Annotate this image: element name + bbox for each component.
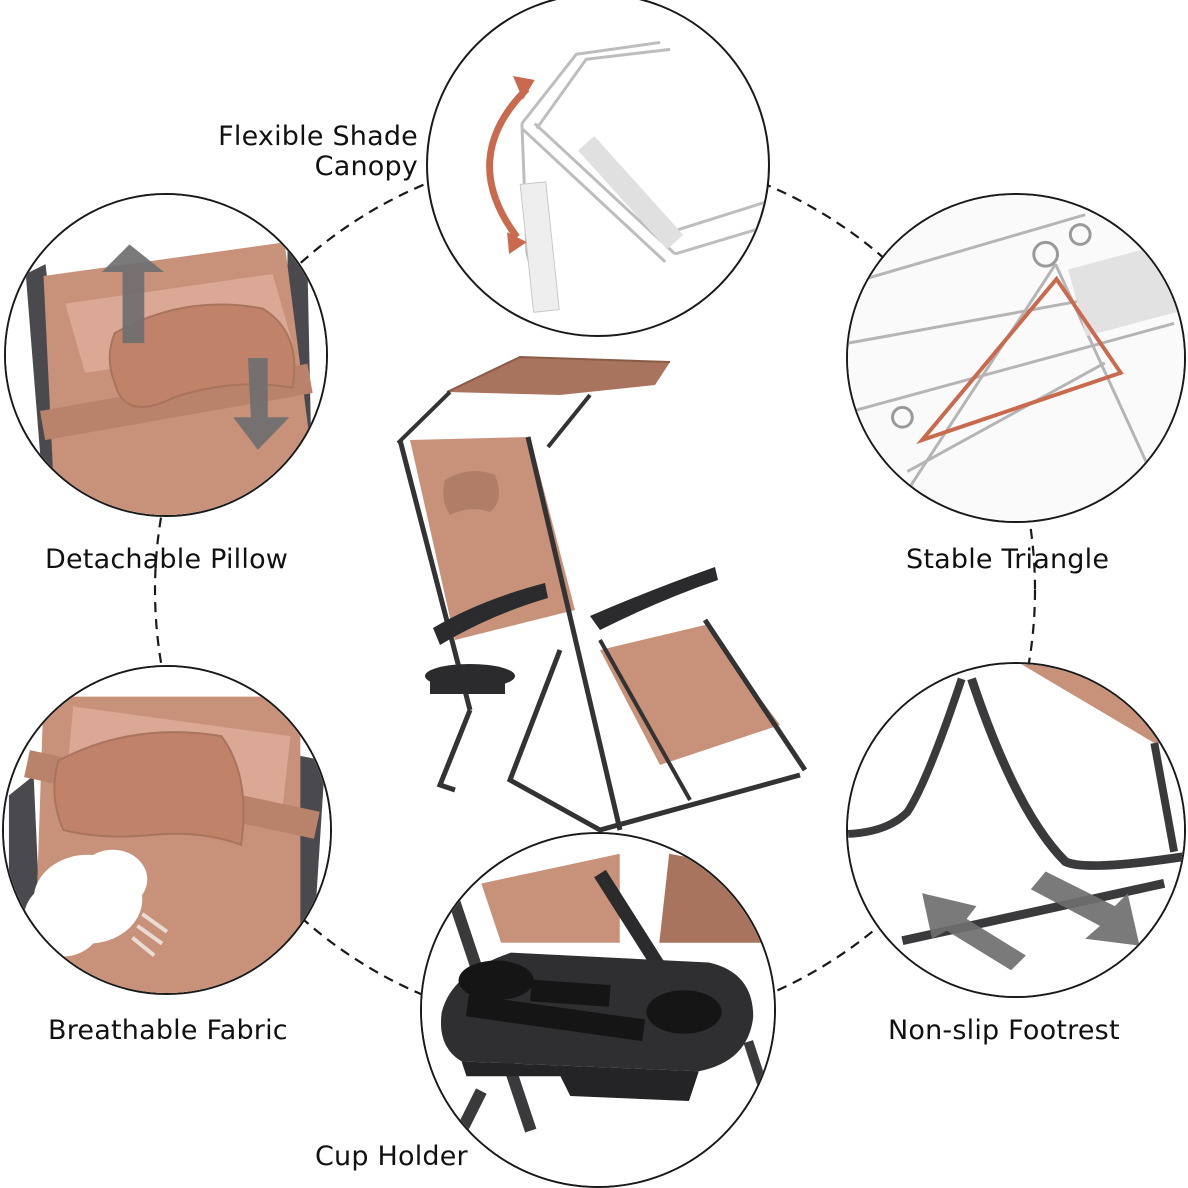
footrest-closeup-image <box>848 664 1184 996</box>
feature-circle-triangle <box>846 193 1186 523</box>
double-curved-arrow-icon <box>486 76 535 254</box>
triangle-outline-icon <box>916 275 1124 445</box>
cupholder-closeup-image <box>422 834 774 1186</box>
feature-circle-footrest <box>846 662 1186 998</box>
feature-circle-cupholder <box>420 832 776 1188</box>
fabric-closeup-image <box>4 667 330 993</box>
label-detachable-pillow: Detachable Pillow <box>45 544 289 575</box>
label-line-1: Flexible Shade <box>218 121 418 152</box>
label-cup-holder: Cup Holder <box>315 1141 468 1172</box>
label-non-slip-footrest: Non-slip Footrest <box>888 1015 1120 1046</box>
feature-circle-canopy <box>426 0 770 337</box>
up-down-arrows-icon <box>101 244 290 450</box>
label-line-2: Canopy <box>314 151 418 182</box>
label-breathable-fabric: Breathable Fabric <box>48 1015 288 1046</box>
frame-sketch-image <box>848 195 1184 521</box>
feature-circle-pillow <box>4 193 328 517</box>
feature-circle-fabric <box>2 665 332 995</box>
label-stable-triangle: Stable Triangle <box>906 544 1110 575</box>
label-flexible-shade-canopy: Flexible Shade Canopy <box>200 122 418 182</box>
air-puff-icon <box>23 849 169 957</box>
tray-icon <box>440 952 754 1101</box>
canopy-sketch-image <box>486 40 765 313</box>
left-right-arrows-icon <box>922 871 1140 971</box>
pillow-closeup-image <box>6 195 326 515</box>
